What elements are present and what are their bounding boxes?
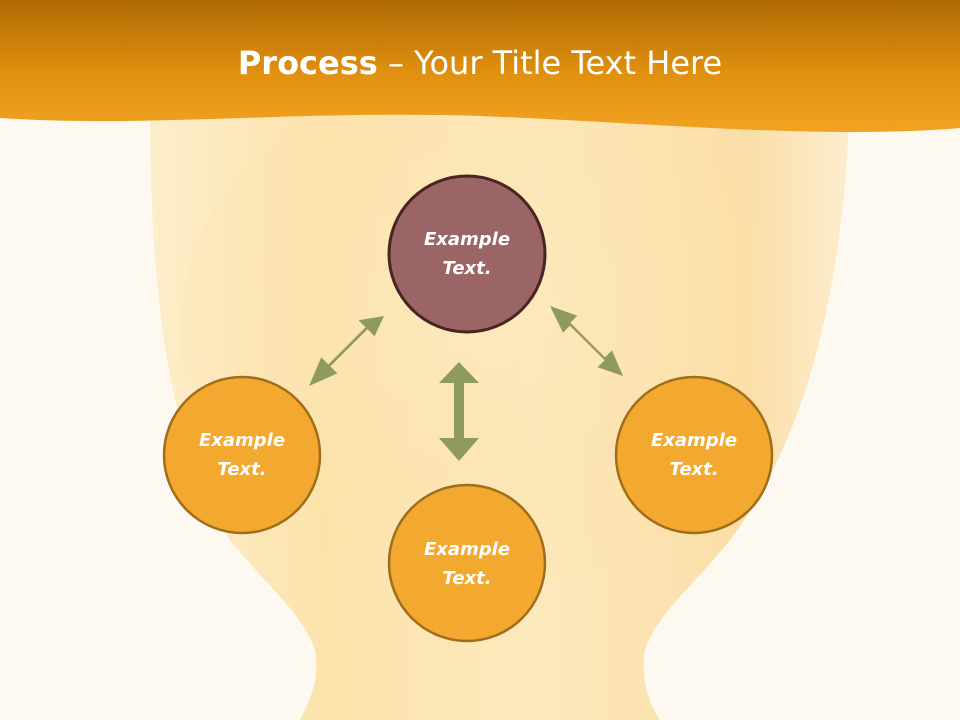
- node-bottom-label-line2: Text.: [442, 568, 492, 589]
- node-right-label-line1: Example: [650, 430, 738, 451]
- arrows-group: [309, 306, 623, 461]
- node-top-label-line1: Example: [423, 229, 511, 250]
- slide-title: Process – Your Title Text Here: [0, 44, 960, 82]
- node-right-label-line2: Text.: [669, 459, 719, 480]
- node-bottom-label: Example Text.: [392, 535, 542, 593]
- header-band: [0, 0, 960, 133]
- double-arrow-vertical: [439, 362, 479, 461]
- node-top-circle: [387, 174, 547, 334]
- node-left-circle: [162, 375, 322, 535]
- title-rest: – Your Title Text Here: [377, 44, 723, 82]
- node-top-label-line2: Text.: [442, 258, 492, 279]
- title-bold: Process: [237, 44, 378, 82]
- node-left-label: Example Text.: [167, 426, 317, 484]
- double-arrow-right-diagonal: [550, 306, 623, 376]
- node-right-circle: [614, 375, 774, 535]
- node-top-label: Example Text.: [392, 225, 542, 283]
- node-bottom-label-line1: Example: [423, 539, 511, 560]
- node-bottom-circle: [387, 483, 547, 643]
- node-left-label-line1: Example: [198, 430, 286, 451]
- node-right-label: Example Text.: [619, 426, 769, 484]
- node-left-label-line2: Text.: [217, 459, 267, 480]
- double-arrow-left-diagonal: [309, 316, 384, 386]
